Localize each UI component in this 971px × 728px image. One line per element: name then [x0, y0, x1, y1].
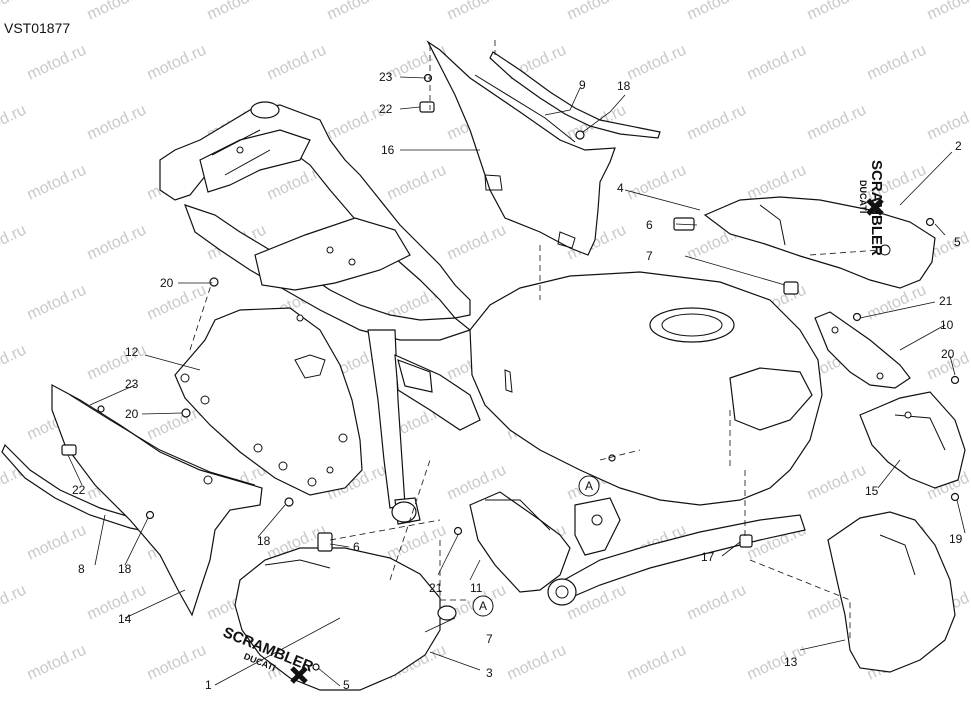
- callout-7-lower: 7: [486, 632, 493, 646]
- watermark-text: motod.ru: [805, 102, 869, 144]
- watermark-text: motod.ru: [25, 162, 89, 204]
- cross-icon-lower: [290, 666, 308, 684]
- callout-labels: 23 22 9 18 16 2 4 6 5 7 20 21 10 12 20 2…: [72, 70, 963, 692]
- drawing-code: VST01877: [4, 20, 71, 36]
- watermark-text: motod.ru: [145, 642, 209, 684]
- watermark-text: motod.ru: [25, 42, 89, 84]
- watermark-text: motod.ru: [85, 342, 149, 384]
- callout-20-middle: 20: [125, 407, 139, 421]
- callout-12: 12: [125, 345, 139, 359]
- alignment-lines: [189, 40, 881, 640]
- watermark-text: motod.ru: [85, 222, 149, 264]
- part-16-side-cover: [426, 40, 616, 256]
- watermark-text: motod.ru: [0, 582, 29, 624]
- callout-7-upper: 7: [646, 249, 653, 263]
- callout-14: 14: [118, 612, 132, 626]
- watermark-text: motod.ru: [745, 42, 809, 84]
- callout-5-upper: 5: [954, 235, 961, 249]
- callout-11: 11: [470, 581, 483, 595]
- watermark-text: motod.ru: [625, 642, 689, 684]
- fuel-tank: [469, 271, 823, 506]
- watermark-text: motod.ru: [85, 582, 149, 624]
- callout-17: 17: [701, 550, 715, 564]
- watermark-text: motod.ru: [25, 522, 89, 564]
- watermark-text: motod.ru: [685, 582, 749, 624]
- brand-decal-upper-line2: DUCATI: [858, 180, 868, 213]
- watermark-text: motod.ru: [385, 522, 449, 564]
- reference-a-lower-label: A: [479, 599, 487, 613]
- watermark-text: motod.ru: [565, 0, 629, 24]
- watermark-text: motod.ru: [745, 642, 809, 684]
- callout-1: 1: [205, 678, 212, 692]
- watermark-text: motod.ru: [265, 42, 329, 84]
- callout-19: 19: [949, 532, 963, 546]
- callout-15: 15: [865, 484, 879, 498]
- watermark-text: motod.ru: [925, 0, 971, 24]
- watermark-text: motod.ru: [25, 642, 89, 684]
- watermark-text: motod.ru: [325, 0, 389, 24]
- watermark-text: motod.ru: [0, 102, 29, 144]
- watermark-text: motod.ru: [145, 282, 209, 324]
- callout-22-lower: 22: [72, 483, 86, 497]
- part-15-cover: [859, 391, 966, 489]
- part-4-side-panel: [703, 196, 936, 289]
- watermark-text: motod.ru: [0, 0, 29, 24]
- callout-23-upper: 23: [379, 70, 393, 84]
- callout-18-lower: 18: [118, 562, 132, 576]
- part-14-cover: [51, 383, 263, 617]
- watermark-text: motod.ru: [385, 162, 449, 204]
- callout-16: 16: [381, 143, 395, 157]
- watermark-text: motod.ru: [25, 282, 89, 324]
- callout-20-left: 20: [160, 276, 174, 290]
- watermark-text: motod.ru: [0, 342, 29, 384]
- watermark-text: motod.ru: [145, 42, 209, 84]
- reference-a-upper-label: A: [585, 479, 593, 493]
- callout-21-right: 21: [939, 294, 953, 308]
- leader-lines: [67, 76, 966, 687]
- watermark-text: motod.ru: [445, 0, 509, 24]
- watermark-text: motod.ru: [685, 102, 749, 144]
- part-13-fender: [827, 511, 956, 673]
- watermark-text: motod.ru: [85, 0, 149, 24]
- watermark-text: motod.ru: [685, 0, 749, 24]
- callout-18-upper: 18: [617, 79, 631, 93]
- watermark-text: motod.ru: [625, 162, 689, 204]
- callout-10: 10: [940, 318, 954, 332]
- callout-3: 3: [486, 666, 493, 680]
- watermark-text: motod.ru: [925, 102, 971, 144]
- cross-icon-upper: [866, 198, 884, 216]
- watermark-text: motod.ru: [625, 42, 689, 84]
- watermark-text: motod.ru: [445, 222, 509, 264]
- watermark-text: motod.ru: [805, 462, 869, 504]
- part-10-bracket: [814, 311, 911, 389]
- callout-9: 9: [579, 78, 586, 92]
- callout-8: 8: [78, 562, 85, 576]
- reference-a-upper: A: [578, 475, 600, 497]
- reference-a-lower: A: [472, 595, 494, 617]
- callout-20-right: 20: [941, 347, 955, 361]
- callout-5-lower: 5: [343, 678, 350, 692]
- watermark-text: motod.ru: [505, 642, 569, 684]
- callout-23-lower: 23: [125, 377, 139, 391]
- part-11-cover: [469, 491, 571, 593]
- frame: [159, 101, 481, 525]
- watermark-text: motod.ru: [0, 222, 29, 264]
- callout-2: 2: [955, 139, 962, 153]
- callout-13: 13: [784, 655, 798, 669]
- callout-6-lower: 6: [353, 540, 360, 554]
- callout-22-upper: 22: [379, 102, 393, 116]
- callout-6-upper: 6: [646, 218, 653, 232]
- callout-21-lower: 21: [429, 581, 443, 595]
- watermark-text: motod.ru: [805, 0, 869, 24]
- watermark-text: motod.ru: [85, 102, 149, 144]
- watermark-text: motod.ru: [205, 0, 269, 24]
- part-12-side-plate: [174, 307, 363, 496]
- callout-4: 4: [617, 181, 624, 195]
- watermark-text: motod.ru: [865, 282, 929, 324]
- part-9-trim: [489, 51, 661, 139]
- callout-18-middle: 18: [257, 534, 271, 548]
- watermark-text: motod.ru: [865, 42, 929, 84]
